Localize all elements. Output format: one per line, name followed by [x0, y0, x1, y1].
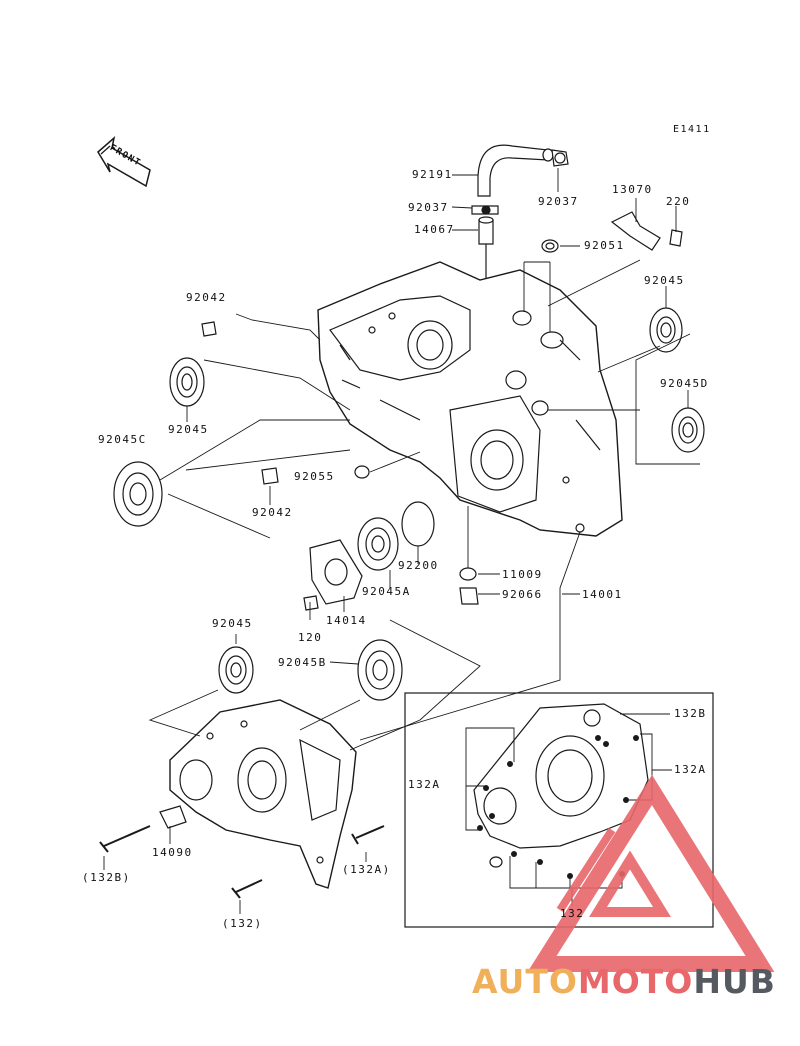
part-label: 14067: [414, 223, 455, 236]
part-label: 92045D: [660, 377, 709, 390]
part-label: 13070: [612, 183, 653, 196]
plate-14014: [309, 539, 363, 605]
watermark-part-moto: MOTO: [577, 962, 694, 1001]
bearing-92045A: [357, 517, 399, 571]
part-label: 92045: [212, 617, 253, 630]
front-arrow-icon: [97, 135, 151, 188]
part-label: 132A: [674, 763, 707, 776]
dowel-92042-mid: [261, 467, 279, 485]
watermark-part-hub: HUB: [693, 962, 776, 1001]
part-label: (132): [222, 917, 263, 930]
plug-92066: [459, 587, 479, 605]
part-label: 132A: [408, 778, 441, 791]
part-label: 220: [666, 195, 691, 208]
bolt-132A: [351, 825, 385, 845]
watermark-text: AUTOMOTOHUB: [472, 962, 776, 1001]
part-label: 92045: [168, 423, 209, 436]
part-label: 14014: [326, 614, 367, 627]
bearing-92045C: [113, 461, 163, 527]
part-label: 132: [560, 907, 585, 920]
inset-crankcase: [473, 703, 649, 849]
bolt-132: [231, 879, 263, 899]
part-label: 92037: [408, 201, 449, 214]
dowel-92042-top: [201, 321, 217, 337]
part-label: 92191: [412, 168, 453, 181]
bearing-92045D: [671, 407, 705, 453]
part-label: 92045A: [362, 585, 411, 598]
bearing-92045B: [357, 639, 403, 701]
bracket-13070: [610, 211, 661, 251]
upper-crankcase: [317, 261, 623, 537]
breather-hose: [477, 144, 549, 197]
lower-crankcase: [169, 699, 357, 889]
part-label: 132B: [674, 707, 707, 720]
part-label: 92055: [294, 470, 335, 483]
part-label: 92042: [186, 291, 227, 304]
hose-clamp-top: [551, 149, 569, 167]
part-label: 92037: [538, 195, 579, 208]
part-label: 11009: [502, 568, 543, 581]
watermark-part-auto: AUTO: [472, 962, 578, 1001]
washer-11009: [459, 567, 477, 581]
bolt-220: [669, 229, 683, 247]
part-label: 92066: [502, 588, 543, 601]
part-label: 14001: [582, 588, 623, 601]
part-label: 92051: [584, 239, 625, 252]
watermark-logo-icon: [527, 774, 775, 972]
part-label: 92045C: [98, 433, 147, 446]
part-label: (132B): [82, 871, 131, 884]
diagram-code: E1411: [673, 124, 711, 135]
part-label: 92042: [252, 506, 293, 519]
bearing-92045-left: [169, 357, 205, 407]
bolt-132B: [99, 825, 151, 853]
hose-fitting: [478, 219, 494, 245]
part-label: 92045: [644, 274, 685, 287]
bolt-120: [303, 595, 319, 611]
bearing-92045-lower: [218, 646, 254, 694]
part-label: 92045B: [278, 656, 327, 669]
part-label: 120: [298, 631, 323, 644]
cover-14090: [159, 805, 187, 829]
part-label: 92200: [398, 559, 439, 572]
part-label: (132A): [342, 863, 391, 876]
part-label: 14090: [152, 846, 193, 859]
o-ring-92200: [401, 501, 435, 547]
